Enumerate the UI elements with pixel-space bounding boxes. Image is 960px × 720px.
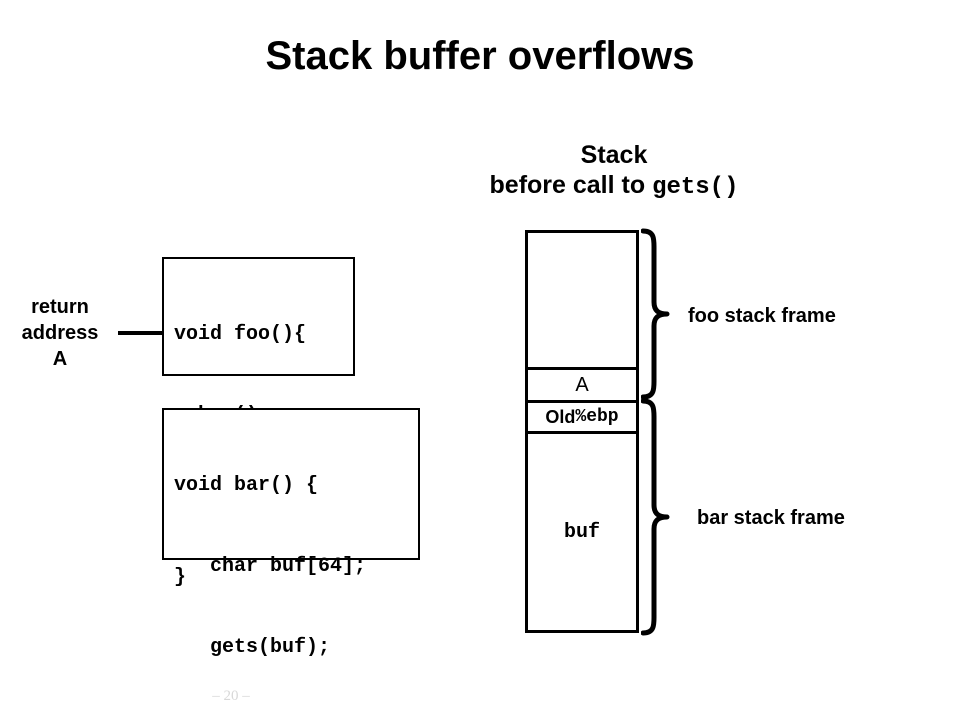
stack-heading: Stack before call to gets() (404, 140, 824, 203)
code-line: ... (174, 715, 418, 720)
code-line: void bar() { (174, 474, 319, 497)
return-address-line3: A (52, 348, 68, 370)
curly-brace-icon-foo-frame (641, 228, 670, 400)
stack-cell-buf: buf (528, 434, 636, 630)
stack-heading-line1: Stack (580, 141, 648, 169)
stack-heading-gets-call: gets() (652, 174, 739, 201)
stack-heading-line2-prefix: before call to (489, 171, 653, 199)
curly-brace-icon-bar-frame (641, 398, 670, 636)
return-address-label: return address A (0, 294, 120, 372)
label-bar-stack-frame: bar stack frame (697, 507, 845, 529)
code-box-foo: void foo(){ bar(); ... } (162, 257, 355, 589)
page-title: Stack buffer overflows (265, 34, 695, 78)
code-line: } (174, 566, 187, 589)
code-line: char buf[64]; (174, 555, 367, 578)
stack-diagram: A Old %ebp buf (525, 230, 639, 633)
old-ebp-register: %ebp (575, 407, 619, 427)
stack-cell-empty (528, 233, 636, 367)
code-box-bar: void bar() { char buf[64]; gets(buf); ..… (162, 408, 420, 720)
label-foo-stack-frame: foo stack frame (688, 305, 836, 327)
code-line: gets(buf); (174, 636, 331, 659)
code-line: void foo(){ (174, 323, 307, 346)
stack-heading-line2: before call to gets() (404, 170, 824, 203)
page-number: – 20 – (212, 688, 250, 704)
return-address-line1: return (31, 296, 89, 318)
stack-cell-return-address-a: A (528, 367, 636, 403)
stack-cell-old-ebp: Old %ebp (528, 403, 636, 434)
return-address-line2: address (21, 322, 99, 344)
old-ebp-prefix: Old (545, 406, 576, 427)
